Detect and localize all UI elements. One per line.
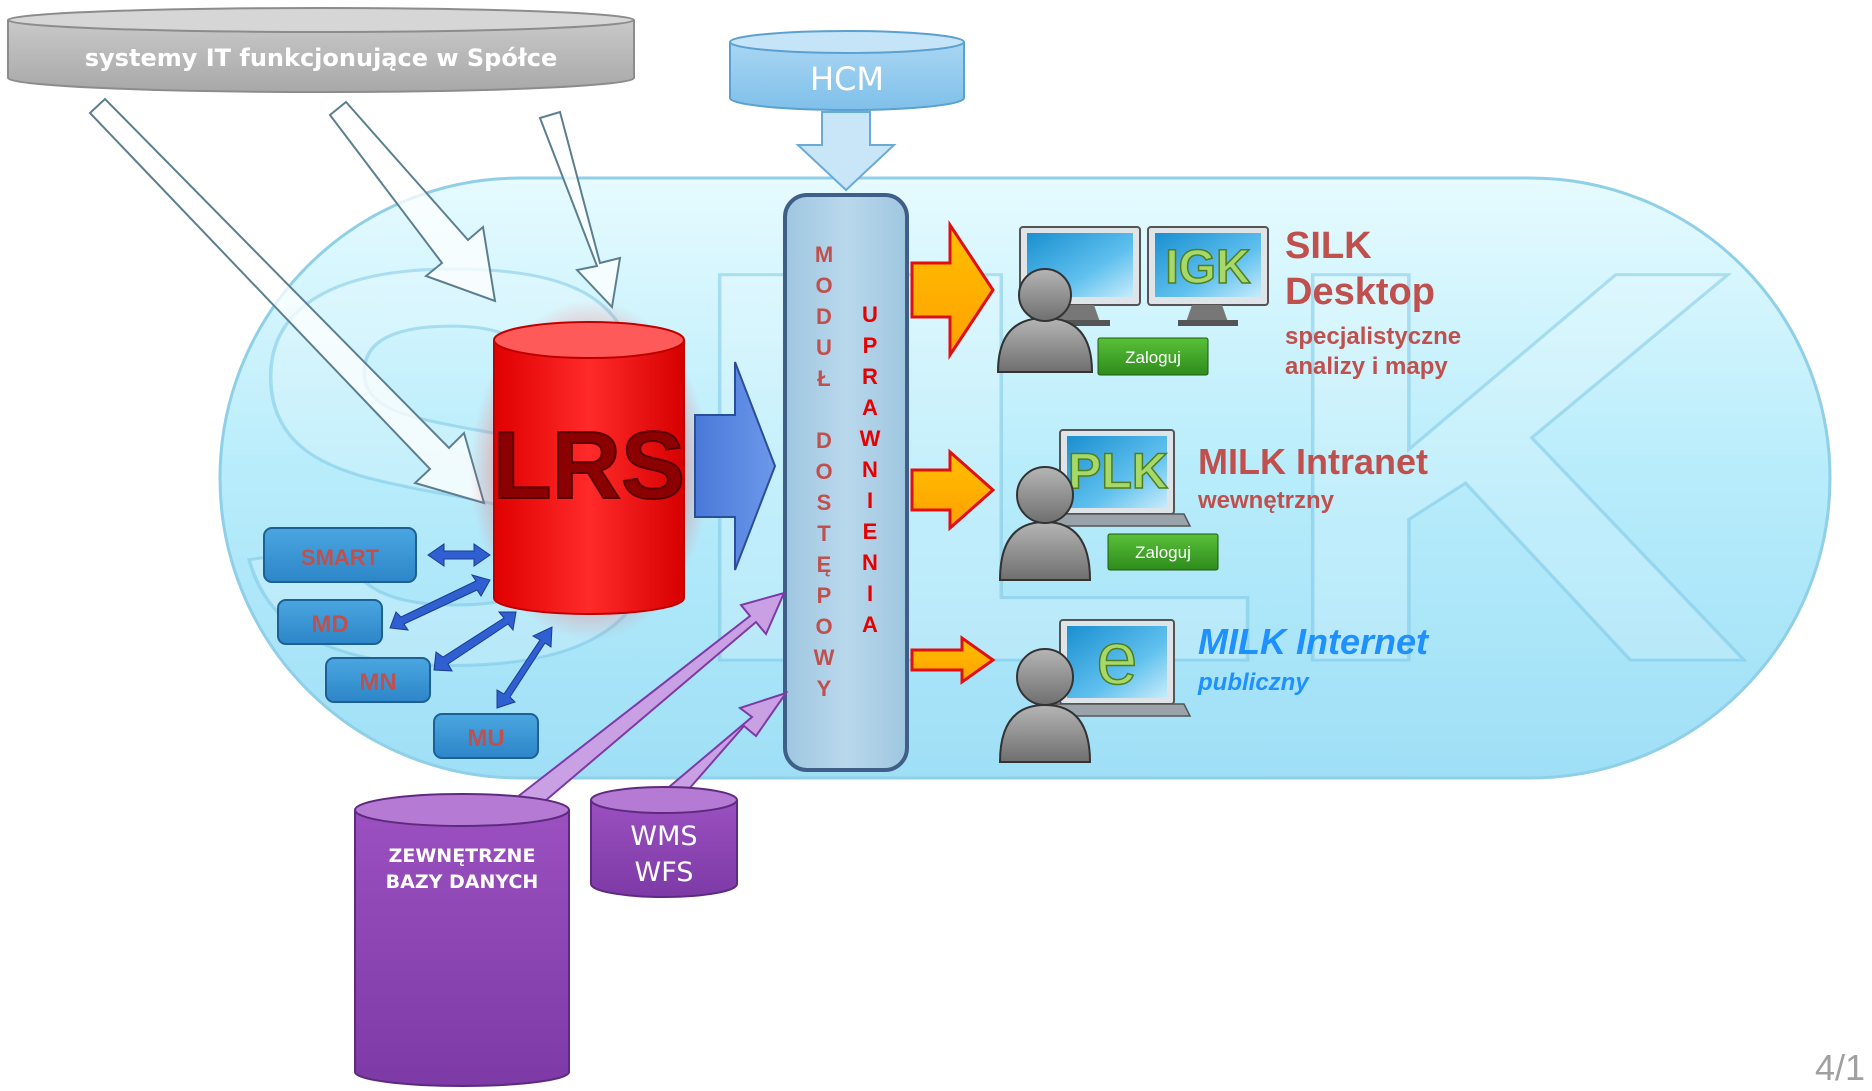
module-letter: D [816, 304, 832, 329]
lrs-label: LRS [493, 412, 685, 519]
module-letter: S [817, 490, 832, 515]
module-letter: I [867, 581, 873, 606]
arrow-to-internet [910, 635, 996, 685]
module-letter: U [816, 335, 832, 360]
monitor-igk-icon: IGK [1147, 226, 1269, 326]
mu-label: MU [467, 725, 504, 752]
module-letter: U [862, 302, 878, 327]
module-letter: Y [817, 676, 832, 701]
browser-e-icon: e [1096, 617, 1137, 700]
arrow-md-lrs [389, 574, 491, 631]
silk-title-line2: Desktop [1285, 271, 1435, 313]
milk-intranet-title: MILK Intranet [1198, 441, 1428, 482]
internet-client: e MILK Internet publiczny [998, 616, 1430, 763]
module-letter: O [815, 459, 832, 484]
module-letter: M [815, 242, 833, 267]
module-letter: N [862, 457, 878, 482]
module-letter: A [862, 395, 878, 420]
milk-internet-subtitle: publiczny [1197, 669, 1310, 696]
lrs-database: LRS [470, 300, 710, 640]
module-letter: N [862, 550, 878, 575]
wfs-label: WFS [635, 857, 694, 888]
smart-label: SMART [301, 545, 380, 570]
module-double-arrows [389, 543, 553, 709]
small-modules: SMART MD MN MU [263, 527, 539, 759]
hcm-database: HCM [729, 30, 965, 111]
mn-box [325, 657, 431, 703]
user-icon [998, 648, 1092, 763]
desktop-login-label: Zaloguj [1125, 348, 1181, 367]
external-db-line1: ZEWNĘTRZNE [389, 845, 536, 867]
external-db-line2: BAZY DANYCH [386, 871, 539, 893]
it-systems-label: systemy IT funkcjonujące w Spółce [85, 44, 558, 72]
module-letter: O [815, 273, 832, 298]
module-letter: W [814, 645, 835, 670]
module-letter: P [817, 583, 832, 608]
module-letter: D [816, 428, 832, 453]
md-box [277, 599, 383, 645]
monitor-icon [1019, 226, 1141, 326]
arrow-it-to-lrs-2 [328, 100, 497, 303]
arrow-to-intranet [910, 448, 996, 532]
arrow-mu-lrs [496, 626, 553, 709]
it-systems-database: systemy IT funkcjonujące w Spółce [7, 7, 635, 93]
mn-label: MN [359, 669, 396, 696]
igk-screen-label: IGK [1165, 241, 1251, 294]
extdb-to-module-arrow [514, 591, 786, 814]
module-letter: O [815, 614, 832, 639]
user-icon [996, 268, 1094, 373]
hcm-arrow [795, 111, 897, 192]
slide-number: 4/1 [1815, 1047, 1865, 1088]
silk-subtitle-line1: specjalistyczne [1285, 323, 1461, 350]
silk-subtitle-line2: analizy i mapy [1285, 353, 1448, 380]
module-letter: Ł [817, 366, 830, 391]
milk-internet-title: MILK Internet [1198, 621, 1430, 662]
intranet-client: PLK Zaloguj MILK Intranet wewnętrzny [998, 429, 1428, 581]
module-letter: E [863, 519, 878, 544]
milk-intranet-subtitle: wewnętrzny [1197, 487, 1335, 514]
arrow-smart-lrs [427, 543, 491, 567]
md-label: MD [311, 611, 348, 638]
module-letter: Ę [817, 552, 832, 577]
external-databases: ZEWNĘTRZNE BAZY DANYCH [354, 793, 570, 1087]
wms-wfs-database: WMS WFS [590, 786, 738, 898]
module-letter: I [867, 488, 873, 513]
module-letter: R [862, 364, 878, 389]
hcm-label: HCM [810, 60, 884, 98]
access-module [783, 193, 909, 772]
intranet-login-label: Zaloguj [1135, 543, 1191, 562]
silk-title-line1: SILK [1285, 225, 1372, 267]
desktop-client: IGK Zaloguj SILK Desktop specjalistyczne… [996, 225, 1461, 380]
laptop-plk-icon: PLK [1042, 429, 1192, 527]
module-letter: T [817, 521, 831, 546]
plk-screen-label: PLK [1068, 443, 1168, 499]
mu-box [433, 713, 539, 759]
module-letter: W [860, 426, 881, 451]
module-letter: P [863, 333, 878, 358]
module-letter: A [862, 612, 878, 637]
arrow-to-desktop [910, 220, 995, 360]
wms-label: WMS [630, 821, 697, 852]
smart-box [263, 527, 417, 583]
arrow-it-to-lrs-3 [538, 110, 622, 310]
lrs-to-module-arrow [694, 361, 777, 571]
output-arrows [910, 220, 996, 685]
user-icon [998, 466, 1092, 581]
intranet-login-button[interactable] [1107, 533, 1219, 571]
arrow-mn-lrs [433, 611, 517, 672]
desktop-login-button[interactable] [1097, 337, 1209, 376]
